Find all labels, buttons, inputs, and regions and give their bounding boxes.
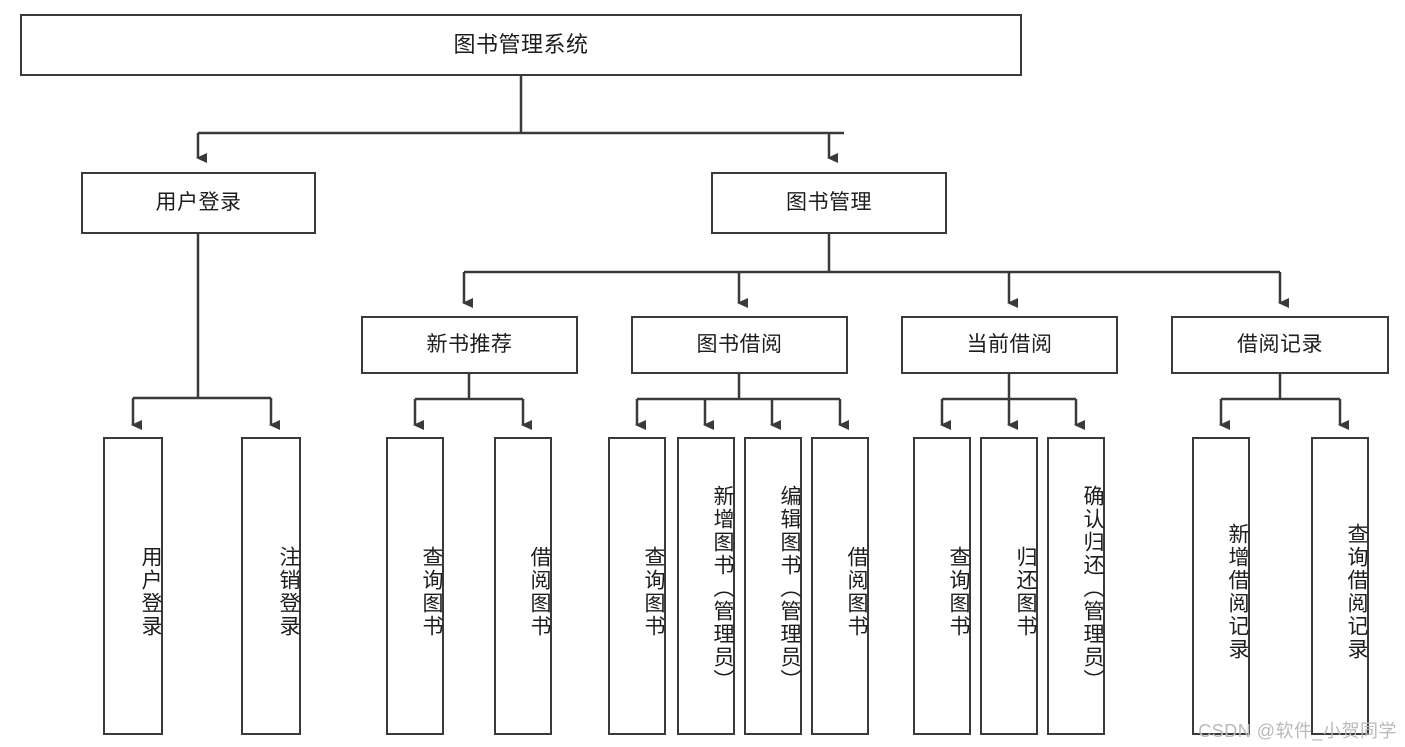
node-book-borrow[interactable]: 图书借阅 [631, 316, 848, 374]
node-borrow-record[interactable]: 借阅记录 [1171, 316, 1389, 374]
leaf-query-book-2[interactable]: 查询图书 [608, 437, 666, 735]
node-user-login[interactable]: 用户登录 [81, 172, 316, 234]
leaf-confirm-return[interactable]: 确认归还（管理员） [1047, 437, 1105, 735]
leaf-add-record[interactable]: 新增借阅记录 [1192, 437, 1250, 735]
node-label: 查询借阅记录 [1345, 523, 1368, 661]
node-root[interactable]: 图书管理系统 [20, 14, 1022, 76]
node-current-borrow[interactable]: 当前借阅 [901, 316, 1118, 374]
node-label: 用户登录 [155, 190, 242, 214]
node-label: 查询图书 [947, 546, 970, 638]
node-new-book-rec[interactable]: 新书推荐 [361, 316, 578, 374]
watermark: CSDN @软件_小贺同学 [1198, 721, 1397, 741]
node-label: 借阅记录 [1237, 332, 1323, 356]
node-label: 借阅图书 [528, 546, 551, 638]
node-label: 图书借阅 [696, 332, 783, 356]
leaf-add-book[interactable]: 新增图书（管理员） [677, 437, 735, 735]
leaf-return-book[interactable]: 归还图书 [980, 437, 1038, 735]
node-label: 查询图书 [420, 546, 443, 638]
leaf-borrow-book-2[interactable]: 借阅图书 [811, 437, 869, 735]
leaf-user-login[interactable]: 用户登录 [103, 437, 163, 735]
node-label: 查询图书 [642, 546, 665, 638]
leaf-query-book-1[interactable]: 查询图书 [386, 437, 444, 735]
node-label: 新书推荐 [426, 332, 513, 356]
node-label: 编辑图书（管理员） [778, 484, 801, 692]
node-label: 归还图书 [1014, 546, 1037, 638]
leaf-query-record[interactable]: 查询借阅记录 [1311, 437, 1369, 735]
node-label: 借阅图书 [845, 546, 868, 638]
node-book-manage[interactable]: 图书管理 [711, 172, 947, 234]
node-label: 新增借阅记录 [1226, 523, 1249, 661]
node-label: 新增图书（管理员） [711, 484, 734, 692]
leaf-borrow-book-1[interactable]: 借阅图书 [494, 437, 552, 735]
node-label: 用户登录 [139, 546, 162, 638]
node-label: 图书管理系统 [453, 32, 589, 58]
leaf-edit-book[interactable]: 编辑图书（管理员） [744, 437, 802, 735]
node-label: 注销登录 [277, 546, 300, 638]
node-label: 确认归还（管理员） [1081, 484, 1104, 692]
leaf-logout[interactable]: 注销登录 [241, 437, 301, 735]
node-label: 图书管理 [786, 190, 872, 214]
node-label: 当前借阅 [966, 332, 1053, 356]
leaf-query-book-3[interactable]: 查询图书 [913, 437, 971, 735]
